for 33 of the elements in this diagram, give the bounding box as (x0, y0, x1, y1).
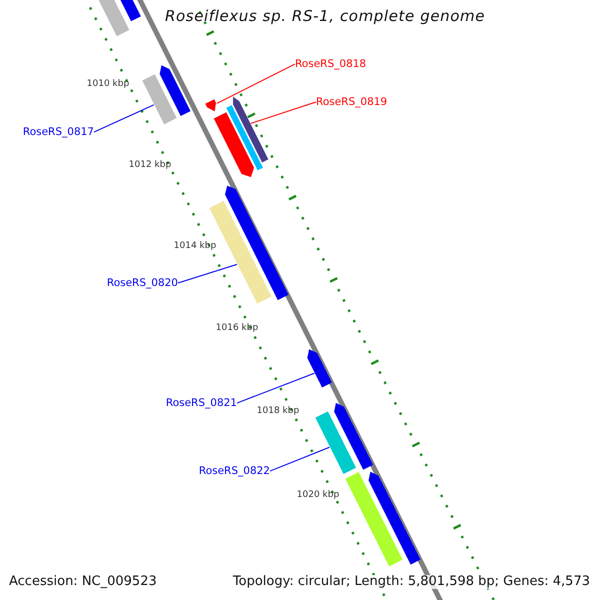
gene-bar (368, 472, 420, 565)
gene-label: RoseRS_0822 (198, 465, 270, 478)
gene-bar (226, 105, 263, 170)
genome-info-text: Topology: circular; Length: 5,801,598 bp; Genes: 4,573 (232, 574, 590, 590)
scale-label: 1018 kbp (256, 406, 300, 416)
leader-line (94, 104, 154, 133)
accession-text: Accession: NC_009523 (9, 574, 157, 590)
leader-line (270, 446, 330, 472)
gene-label: RoseRS_0821 (166, 397, 237, 410)
leader-line (236, 372, 315, 404)
leader-line (178, 264, 238, 284)
scale-label: 1016 kbp (216, 322, 258, 334)
gene-bar (315, 411, 356, 474)
gene-bar (233, 96, 268, 163)
leader-line (250, 102, 316, 124)
gene-label: RoseRS_0820 (106, 277, 178, 290)
gene-bar (334, 402, 374, 470)
gene-bar (142, 74, 177, 124)
title: Roseiflexus sp. RS-1, complete genome (165, 8, 486, 26)
gene-bar (214, 112, 254, 178)
leader-line (216, 64, 296, 104)
scale-label: 1014 kbp (174, 240, 216, 252)
gene-bar (205, 99, 216, 112)
gene-label: RoseRS_0818 (295, 58, 366, 70)
scale-label: 1012 kbp (128, 160, 172, 170)
scale-label: 1020 kbp (296, 490, 340, 500)
gene-label: RoseRS_0819 (316, 96, 388, 108)
scale-label: 1010 kbp (86, 78, 130, 90)
gene-bar (160, 65, 191, 116)
gene-bar (345, 472, 403, 566)
gene-label: RoseRS_0817 (22, 126, 94, 138)
gene-bar (307, 349, 332, 388)
gene-bar (224, 186, 288, 300)
